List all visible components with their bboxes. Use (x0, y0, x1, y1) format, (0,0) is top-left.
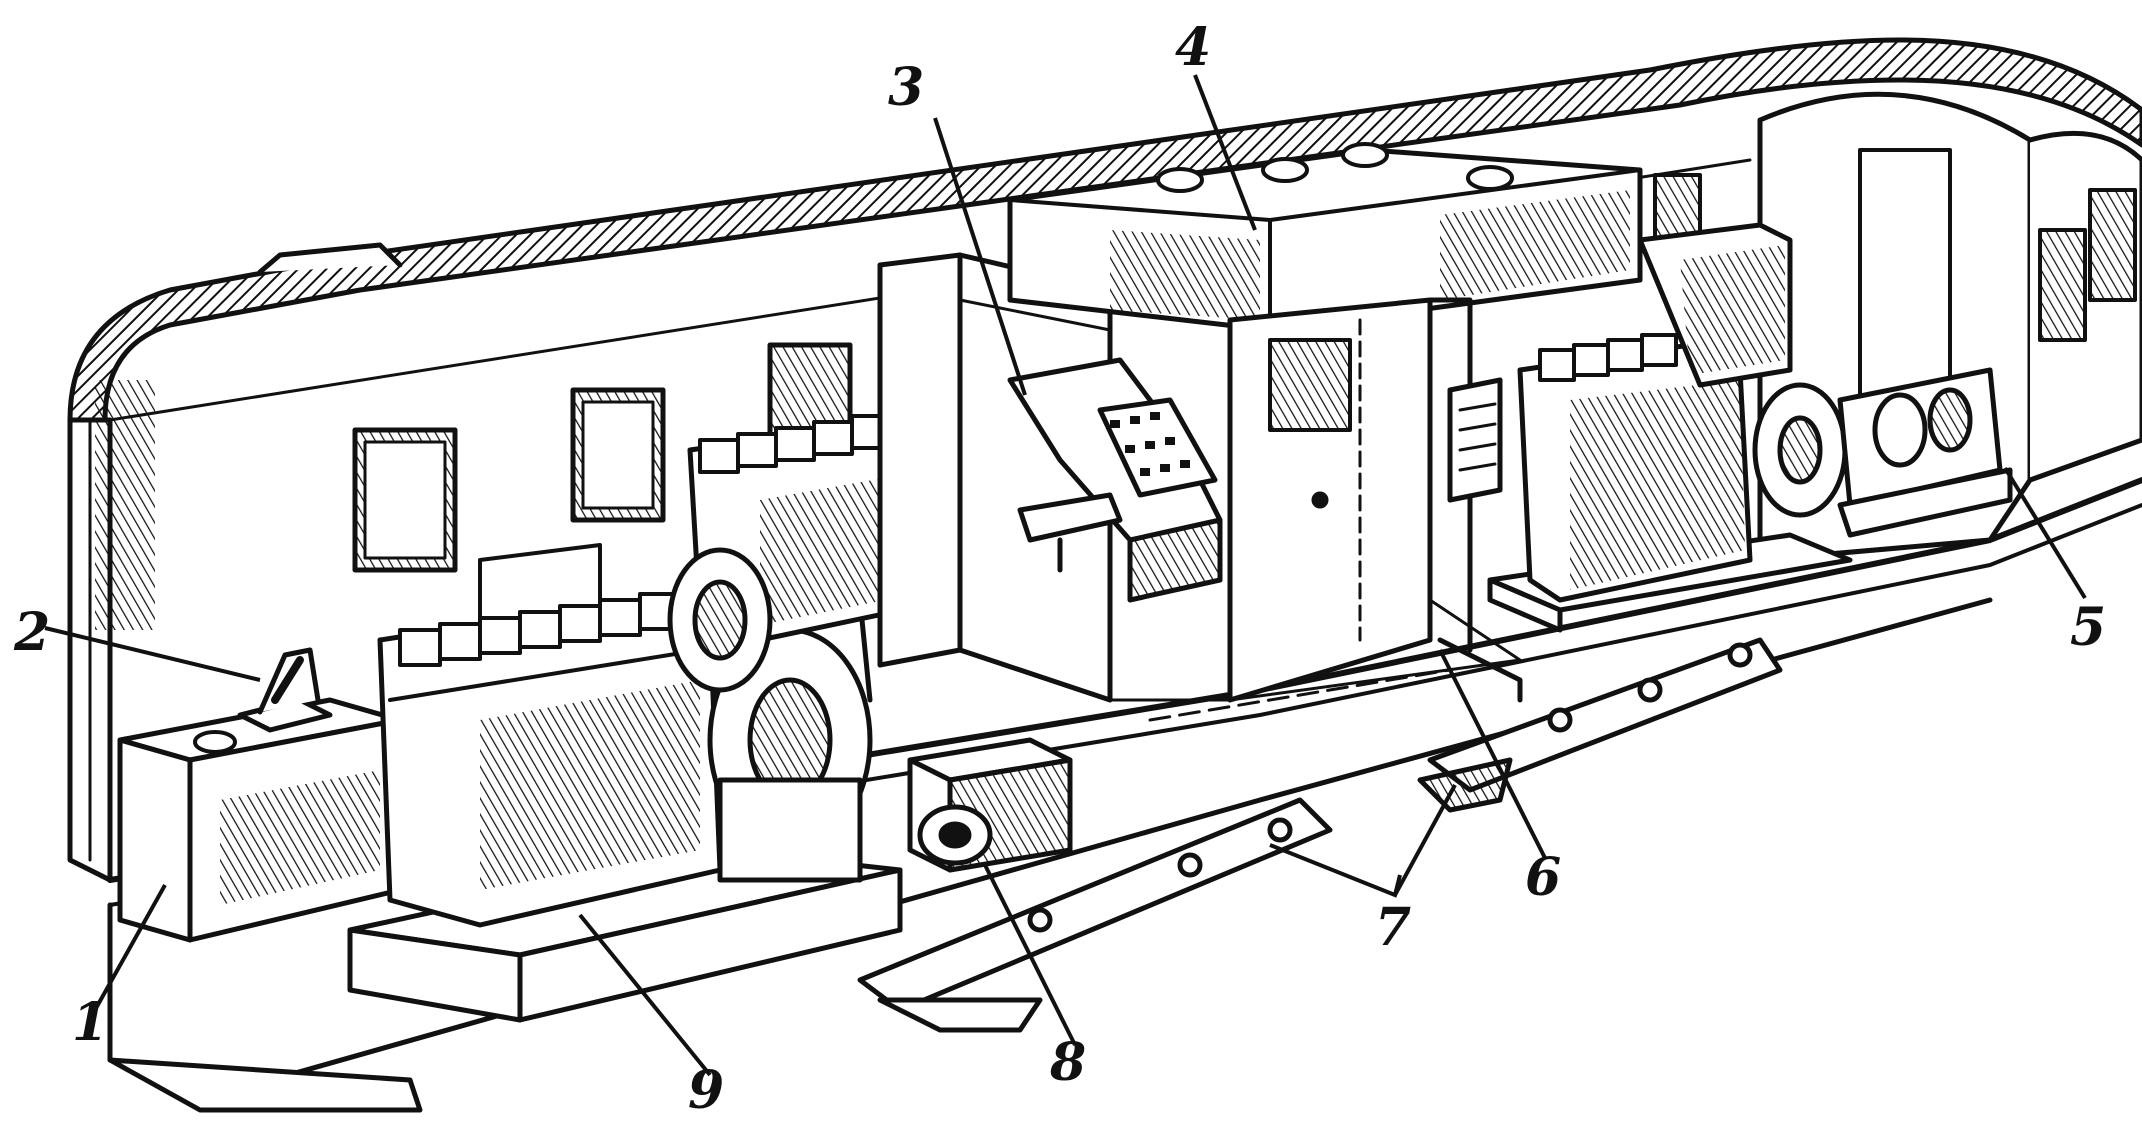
callout-label-3: 3 (888, 57, 924, 118)
leader-line-4 (1193, 74, 1257, 231)
callout-label-6: 6 (1525, 847, 1561, 908)
leader-line-1 (93, 884, 167, 1011)
leader-line-9 (578, 913, 712, 1077)
leader-line-2 (44, 626, 261, 682)
callout-label-9: 9 (688, 1060, 724, 1121)
callout-label-8: 8 (1049, 1032, 1086, 1093)
callout-label-2: 2 (13, 602, 50, 663)
auxiliary-motor (907, 737, 1073, 873)
leader-lines (44, 74, 2087, 1077)
roof-units (1007, 142, 1643, 333)
leader-line-6 (1438, 649, 1547, 859)
leader-line-7b (1393, 784, 1457, 896)
central-compartment (1108, 297, 1523, 722)
callout-label-1: 1 (72, 992, 108, 1053)
battery-box (117, 697, 403, 943)
callout-label-7: 7 (1375, 897, 1411, 958)
diesel-generator-set-right (1447, 222, 2013, 633)
switch-lever (237, 647, 333, 733)
leader-line-7a (1269, 843, 1402, 898)
callout-label-5: 5 (2070, 597, 2106, 658)
leader-line-8 (983, 864, 1077, 1046)
control-desk (877, 252, 1223, 703)
side-windows (95, 173, 1702, 630)
leader-line-3 (933, 117, 1027, 396)
leader-line-5 (2003, 466, 2087, 600)
diesel-generator-set-left (347, 414, 953, 1023)
callout-label-4: 4 (1175, 17, 1211, 78)
bogie-frames (857, 637, 1783, 1033)
